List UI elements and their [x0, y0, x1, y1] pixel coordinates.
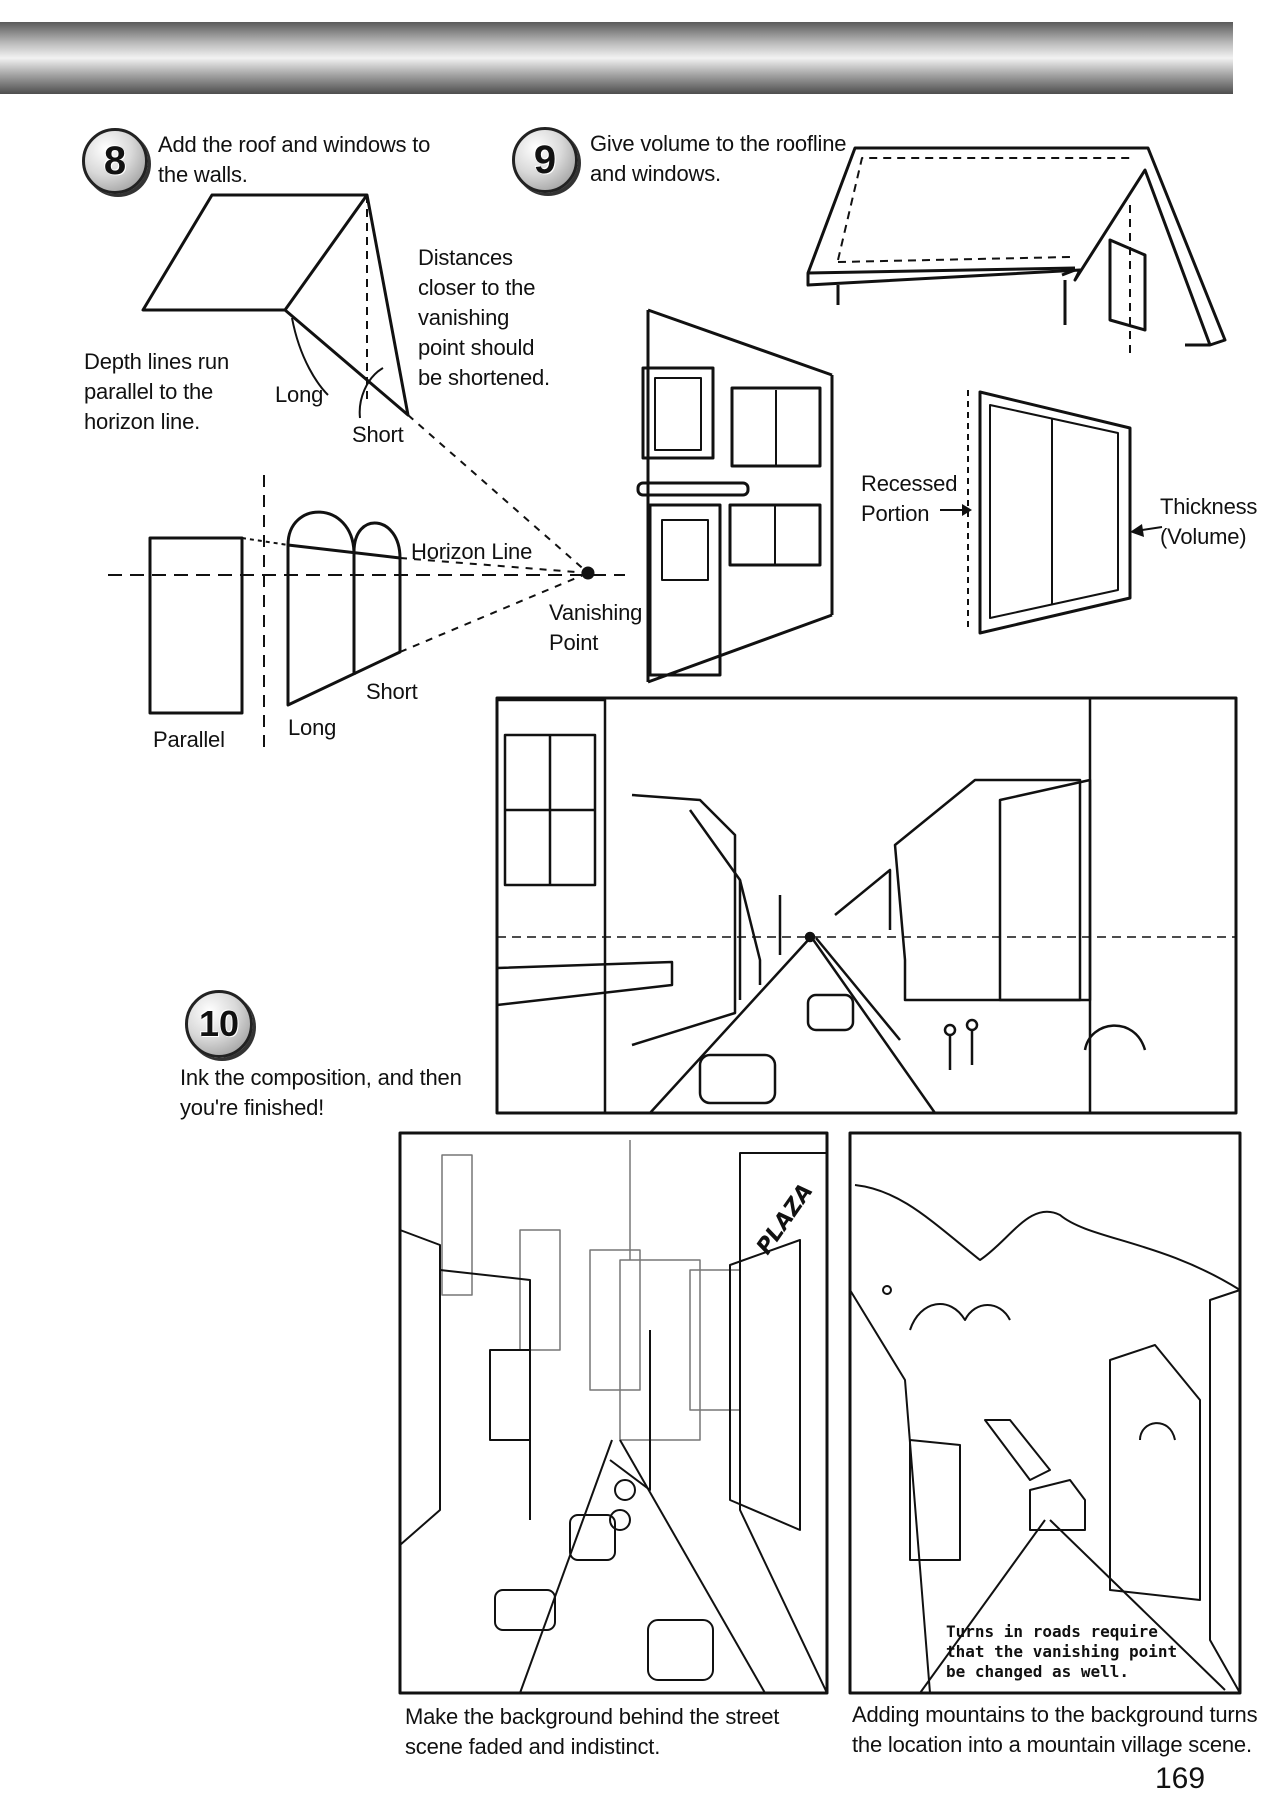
arrow-right-icon	[940, 504, 972, 516]
short-label-bottom: Short	[366, 679, 418, 704]
step-8-wall-diagram	[108, 475, 625, 755]
arrow-left-icon	[1130, 524, 1163, 537]
step-8-instruction: Add the roof and windows to the walls.	[158, 132, 431, 187]
step-9-building-facade	[636, 308, 834, 684]
street-scene-caption: Make the background behind the street sc…	[405, 1704, 780, 1759]
step-10-badge: 10	[185, 990, 253, 1058]
inked-street-panel	[495, 696, 1238, 1115]
parallel-label: Parallel	[153, 727, 225, 752]
short-label-top: Short	[352, 422, 404, 447]
city-street-panel	[398, 1131, 829, 1695]
page-number: 169	[1155, 1762, 1206, 1795]
distances-label: Distances closer to the vanishing point …	[418, 245, 550, 390]
step-10-instruction: Ink the composition, and then you're fin…	[180, 1065, 462, 1120]
step-9-instruction: Give volume to the roofline and windows.	[590, 131, 847, 186]
vanishing-point-label: Vanishing Point	[549, 600, 643, 655]
depth-lines-label: Depth lines run parallel to the horizon …	[84, 349, 229, 434]
long-label-top: Long	[275, 382, 324, 407]
thickness-label: Thickness (Volume)	[1160, 494, 1258, 549]
long-label-bottom: Long	[288, 715, 337, 740]
step-8-badge: 8	[82, 128, 148, 194]
header-bar	[0, 22, 1233, 94]
mountain-scene-caption: Adding mountains to the background turns…	[852, 1702, 1258, 1757]
mountain-village-panel	[848, 1131, 1242, 1695]
step-9-badge: 9	[512, 127, 578, 193]
step-9-window-detail	[967, 390, 1132, 635]
step-8-roof-diagram	[141, 193, 410, 419]
road-turns-note: Turns in roads require that the vanishin…	[946, 1622, 1178, 1681]
horizon-line-label: Horizon Line	[411, 539, 533, 564]
step-9-roof-diagram	[806, 146, 1227, 355]
recessed-portion-label: Recessed Portion	[861, 471, 958, 526]
